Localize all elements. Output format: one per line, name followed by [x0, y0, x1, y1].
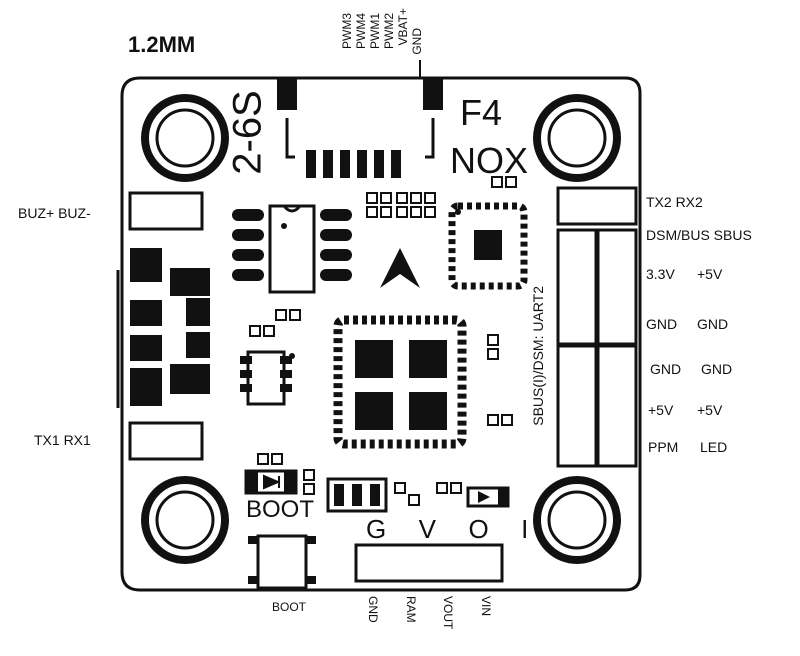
- boot-label: BOOT: [272, 600, 307, 614]
- uart2-label: TX2 RX2: [646, 194, 703, 210]
- row-right-gnd-1: GND: [697, 316, 729, 332]
- passive-components: [249, 176, 517, 506]
- row-left-ppm: PPM: [648, 439, 679, 455]
- rx-bus-label: DSM/BUS SBUS: [646, 227, 752, 243]
- top-pin-vbat: VBAT+: [396, 8, 410, 46]
- buzzer-pad: [128, 191, 204, 231]
- buzzer-label: BUZ+ BUZ-: [18, 205, 91, 221]
- row-right-5v-2: +5V: [697, 402, 723, 418]
- gvoi-header: [354, 543, 504, 583]
- uart1-label: TX1 RX1: [34, 432, 91, 448]
- row-left-3v3: 3.3V: [646, 266, 675, 282]
- model-f4: F4: [460, 92, 503, 133]
- usb-connector: [116, 248, 210, 408]
- top-connector: [277, 78, 443, 178]
- side-label: SBUS(I)/DSM: UART2: [530, 286, 546, 426]
- thickness-label: 1.2MM: [128, 32, 196, 57]
- mount-hole-bottom-left: [141, 476, 229, 564]
- mcu-chip: [333, 315, 467, 449]
- top-pin-pwm3: PWM3: [340, 13, 354, 49]
- bottom-pin-gnd: GND: [366, 596, 380, 623]
- mount-hole-bottom-right: [533, 476, 621, 564]
- mount-hole-top-right: [533, 94, 621, 182]
- boot-led: [244, 469, 298, 495]
- regulator: [326, 477, 388, 513]
- bottom-pin-vin: VIN: [479, 596, 493, 617]
- board-outline: [120, 76, 642, 592]
- ic-small: [240, 350, 295, 406]
- orientation-arrow: [380, 248, 420, 288]
- model-nox: NOX: [450, 140, 529, 181]
- row-right-gnd-2: GND: [701, 361, 733, 377]
- gvoi-letters: G V O I: [366, 514, 535, 544]
- mount-hole-top-left: [141, 94, 229, 182]
- status-led: [466, 486, 510, 508]
- bottom-pin-ram: RAM: [404, 596, 418, 623]
- bottom-pin-vout: VOUT: [441, 596, 455, 630]
- right-pad-grid: [556, 186, 638, 468]
- top-pin-pwm1: PWM1: [368, 13, 382, 49]
- top-pin-gnd: GND: [410, 28, 424, 55]
- row-left-gnd-2: GND: [650, 361, 682, 377]
- voltage-label: 2-6S: [225, 90, 270, 175]
- row-left-gnd-1: GND: [646, 316, 678, 332]
- uart1-pad: [128, 421, 204, 461]
- row-left-5v: +5V: [648, 402, 674, 418]
- boot-silkscreen: BOOT: [246, 496, 315, 523]
- row-right-5v: +5V: [697, 266, 723, 282]
- gyro-ic: [448, 202, 528, 290]
- top-pin-labels: GND VBAT+ PWM2 PWM1 PWM4 PWM3: [318, 8, 428, 68]
- row-right-led: LED: [700, 439, 728, 455]
- boot-button: [248, 534, 316, 590]
- top-pin-pwm2: PWM2: [382, 13, 396, 49]
- top-pin-pwm4: PWM4: [354, 13, 368, 49]
- ic-soic8: [232, 204, 352, 294]
